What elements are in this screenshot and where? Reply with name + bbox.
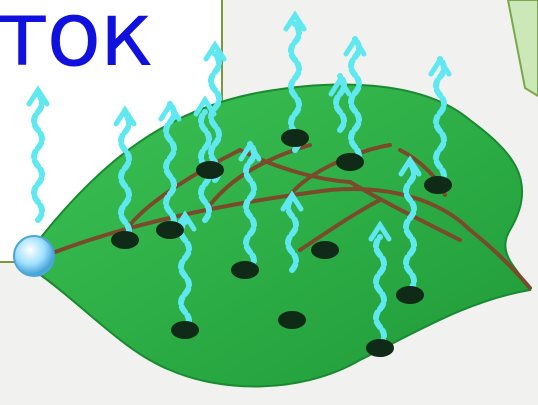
stoma-icon bbox=[231, 261, 259, 279]
vapor-arrowhead-icon bbox=[398, 155, 422, 177]
vapor-arrowhead-icon bbox=[203, 40, 227, 62]
vapor-arrow-icon bbox=[285, 195, 299, 273]
vapor-arrowhead-icon bbox=[368, 220, 392, 242]
stoma-icon bbox=[281, 129, 309, 147]
stoma-icon bbox=[311, 241, 339, 259]
vapor-arrow-icon bbox=[163, 101, 177, 233]
vapor-arrow-icon bbox=[178, 219, 192, 333]
vapor-arrow-icon bbox=[373, 234, 387, 348]
stoma-icon bbox=[396, 286, 424, 304]
vapor-arrow-icon bbox=[31, 91, 45, 223]
vapor-arrowhead-icon bbox=[283, 10, 307, 32]
vapor-arrows bbox=[26, 10, 452, 348]
vapor-arrowhead-icon bbox=[26, 85, 50, 107]
vapor-arrowhead-icon bbox=[158, 100, 182, 122]
vapor-arrowhead-icon bbox=[280, 190, 304, 212]
vapor-arrowhead-icon bbox=[343, 35, 367, 57]
stoma-icon bbox=[278, 311, 306, 329]
water-droplet-icon bbox=[13, 235, 55, 277]
corner-tab bbox=[506, 0, 538, 98]
vapor-arrowhead-icon bbox=[113, 105, 137, 127]
stomata bbox=[111, 129, 452, 357]
stoma-icon bbox=[171, 321, 199, 339]
vapor-arrow-icon bbox=[243, 141, 257, 273]
vapor-arrow-icon bbox=[433, 56, 447, 188]
vapor-arrow-icon bbox=[403, 161, 417, 293]
stoma-icon bbox=[424, 176, 452, 194]
vapor-arrowhead-icon bbox=[428, 55, 452, 77]
vapor-arrowhead-icon bbox=[328, 75, 352, 97]
vapor-arrowhead-icon bbox=[238, 140, 262, 162]
vapor-arrow-icon bbox=[348, 36, 362, 168]
stoma-icon bbox=[111, 231, 139, 249]
stoma-icon bbox=[336, 153, 364, 171]
vapor-arrow-icon bbox=[208, 51, 222, 183]
vapor-arrow-icon bbox=[118, 111, 132, 243]
stoma-icon bbox=[366, 339, 394, 357]
slide-title: ток bbox=[0, 0, 154, 87]
stoma-icon bbox=[156, 221, 184, 239]
stoma-icon bbox=[196, 161, 224, 179]
